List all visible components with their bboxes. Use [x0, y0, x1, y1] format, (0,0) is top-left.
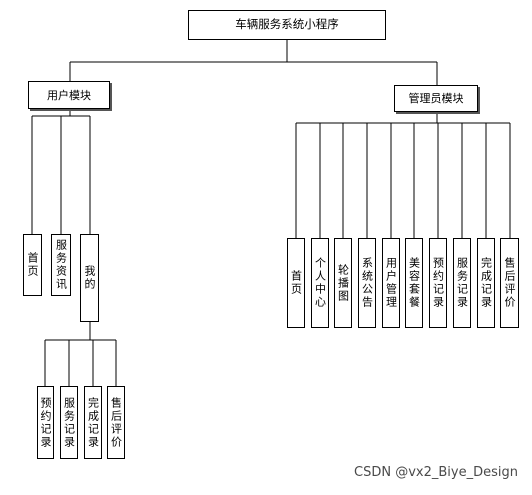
my-child-label: 售后评价	[109, 396, 123, 449]
admin-child-label: 系统公告	[360, 257, 374, 309]
user-module-label: 用户模块	[47, 88, 91, 102]
my-child-label: 完成记录	[86, 396, 100, 449]
my-child-node: 售后评价	[107, 386, 125, 459]
my-child-label: 预约记录	[39, 396, 52, 449]
admin-child-label: 完成记录	[479, 257, 493, 309]
user-child-label: 服务资讯	[54, 239, 68, 291]
admin-child-node: 服务记录	[453, 238, 471, 328]
admin-module-label: 管理员模块	[408, 92, 464, 105]
user-child-node: 首页	[23, 234, 42, 296]
admin-child-node: 个人中心	[311, 238, 329, 328]
admin-child-node: 售后评价	[500, 238, 519, 328]
admin-child-node: 轮播图	[334, 238, 352, 328]
admin-child-label: 美容套餐	[407, 257, 421, 309]
admin-child-label: 预约记录	[431, 257, 445, 309]
user-child-label: 首页	[26, 252, 39, 278]
admin-child-node: 预约记录	[429, 238, 447, 328]
admin-child-label: 个人中心	[313, 257, 327, 309]
user-child-label: 我的	[83, 265, 96, 291]
admin-child-label: 轮播图	[336, 263, 350, 303]
user-child-node: 服务资讯	[51, 234, 71, 296]
admin-child-node: 用户管理	[382, 238, 400, 328]
root-node: 车辆服务系统小程序	[188, 10, 386, 40]
my-child-node: 完成记录	[84, 386, 102, 459]
my-child-node: 预约记录	[37, 386, 54, 459]
admin-child-node: 完成记录	[477, 238, 495, 328]
admin-child-node: 首页	[287, 238, 305, 328]
root-node-label: 车辆服务系统小程序	[235, 17, 339, 32]
admin-child-label: 服务记录	[455, 257, 469, 309]
admin-child-label: 用户管理	[384, 257, 398, 309]
my-child-node: 服务记录	[60, 386, 78, 459]
my-child-label: 服务记录	[62, 396, 76, 449]
admin-child-label: 首页	[289, 270, 303, 296]
admin-child-node: 美容套餐	[405, 238, 423, 328]
admin-module-node: 管理员模块	[394, 85, 478, 112]
user-child-node: 我的	[80, 234, 99, 322]
admin-child-label: 售后评价	[503, 257, 516, 309]
watermark-text: CSDN @vx2_Biye_Design	[354, 465, 518, 480]
user-module-node: 用户模块	[28, 81, 110, 109]
admin-child-node: 系统公告	[358, 238, 376, 328]
